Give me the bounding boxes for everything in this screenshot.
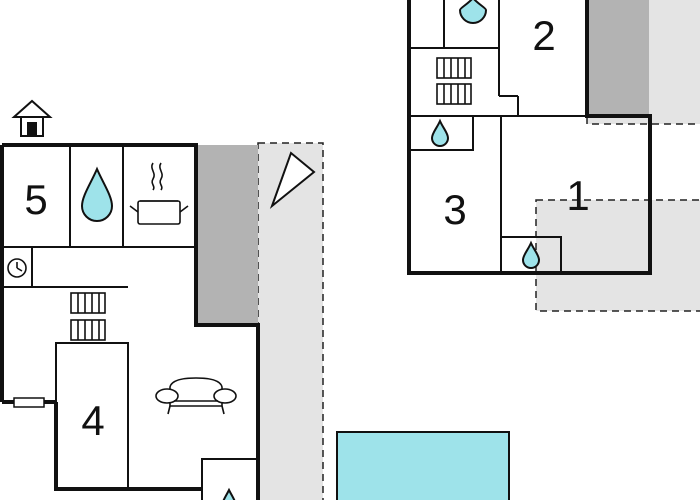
- covered-area-right: [587, 0, 649, 115]
- covered-area-left: [196, 145, 258, 325]
- house-entrance-icon: [11, 99, 53, 137]
- water-drop-icon: [430, 118, 450, 147]
- water-drop-icon: [458, 0, 488, 24]
- radiator-icon: [70, 292, 106, 341]
- room-number: 2: [532, 12, 555, 59]
- room-number: 3: [443, 186, 466, 233]
- terrace-strip-left: [257, 142, 324, 500]
- clock-icon: [7, 258, 27, 278]
- cooking-pot-icon: [129, 162, 189, 225]
- building-left: [0, 143, 260, 500]
- radiator-icon: [436, 57, 472, 105]
- window-marker: [13, 397, 45, 408]
- building-right: [407, 0, 652, 275]
- armchair-icon: [155, 377, 237, 415]
- north-arrow-icon: [269, 151, 316, 210]
- terrace-strip-right: [535, 199, 700, 312]
- water-drop-icon: [521, 240, 541, 269]
- room-number: 4: [81, 397, 104, 444]
- swimming-pool: [336, 431, 510, 500]
- water-drop-icon: [222, 487, 236, 500]
- water-drop-icon: [80, 166, 114, 222]
- room-number: 1: [566, 172, 589, 219]
- room-number: 5: [24, 176, 47, 223]
